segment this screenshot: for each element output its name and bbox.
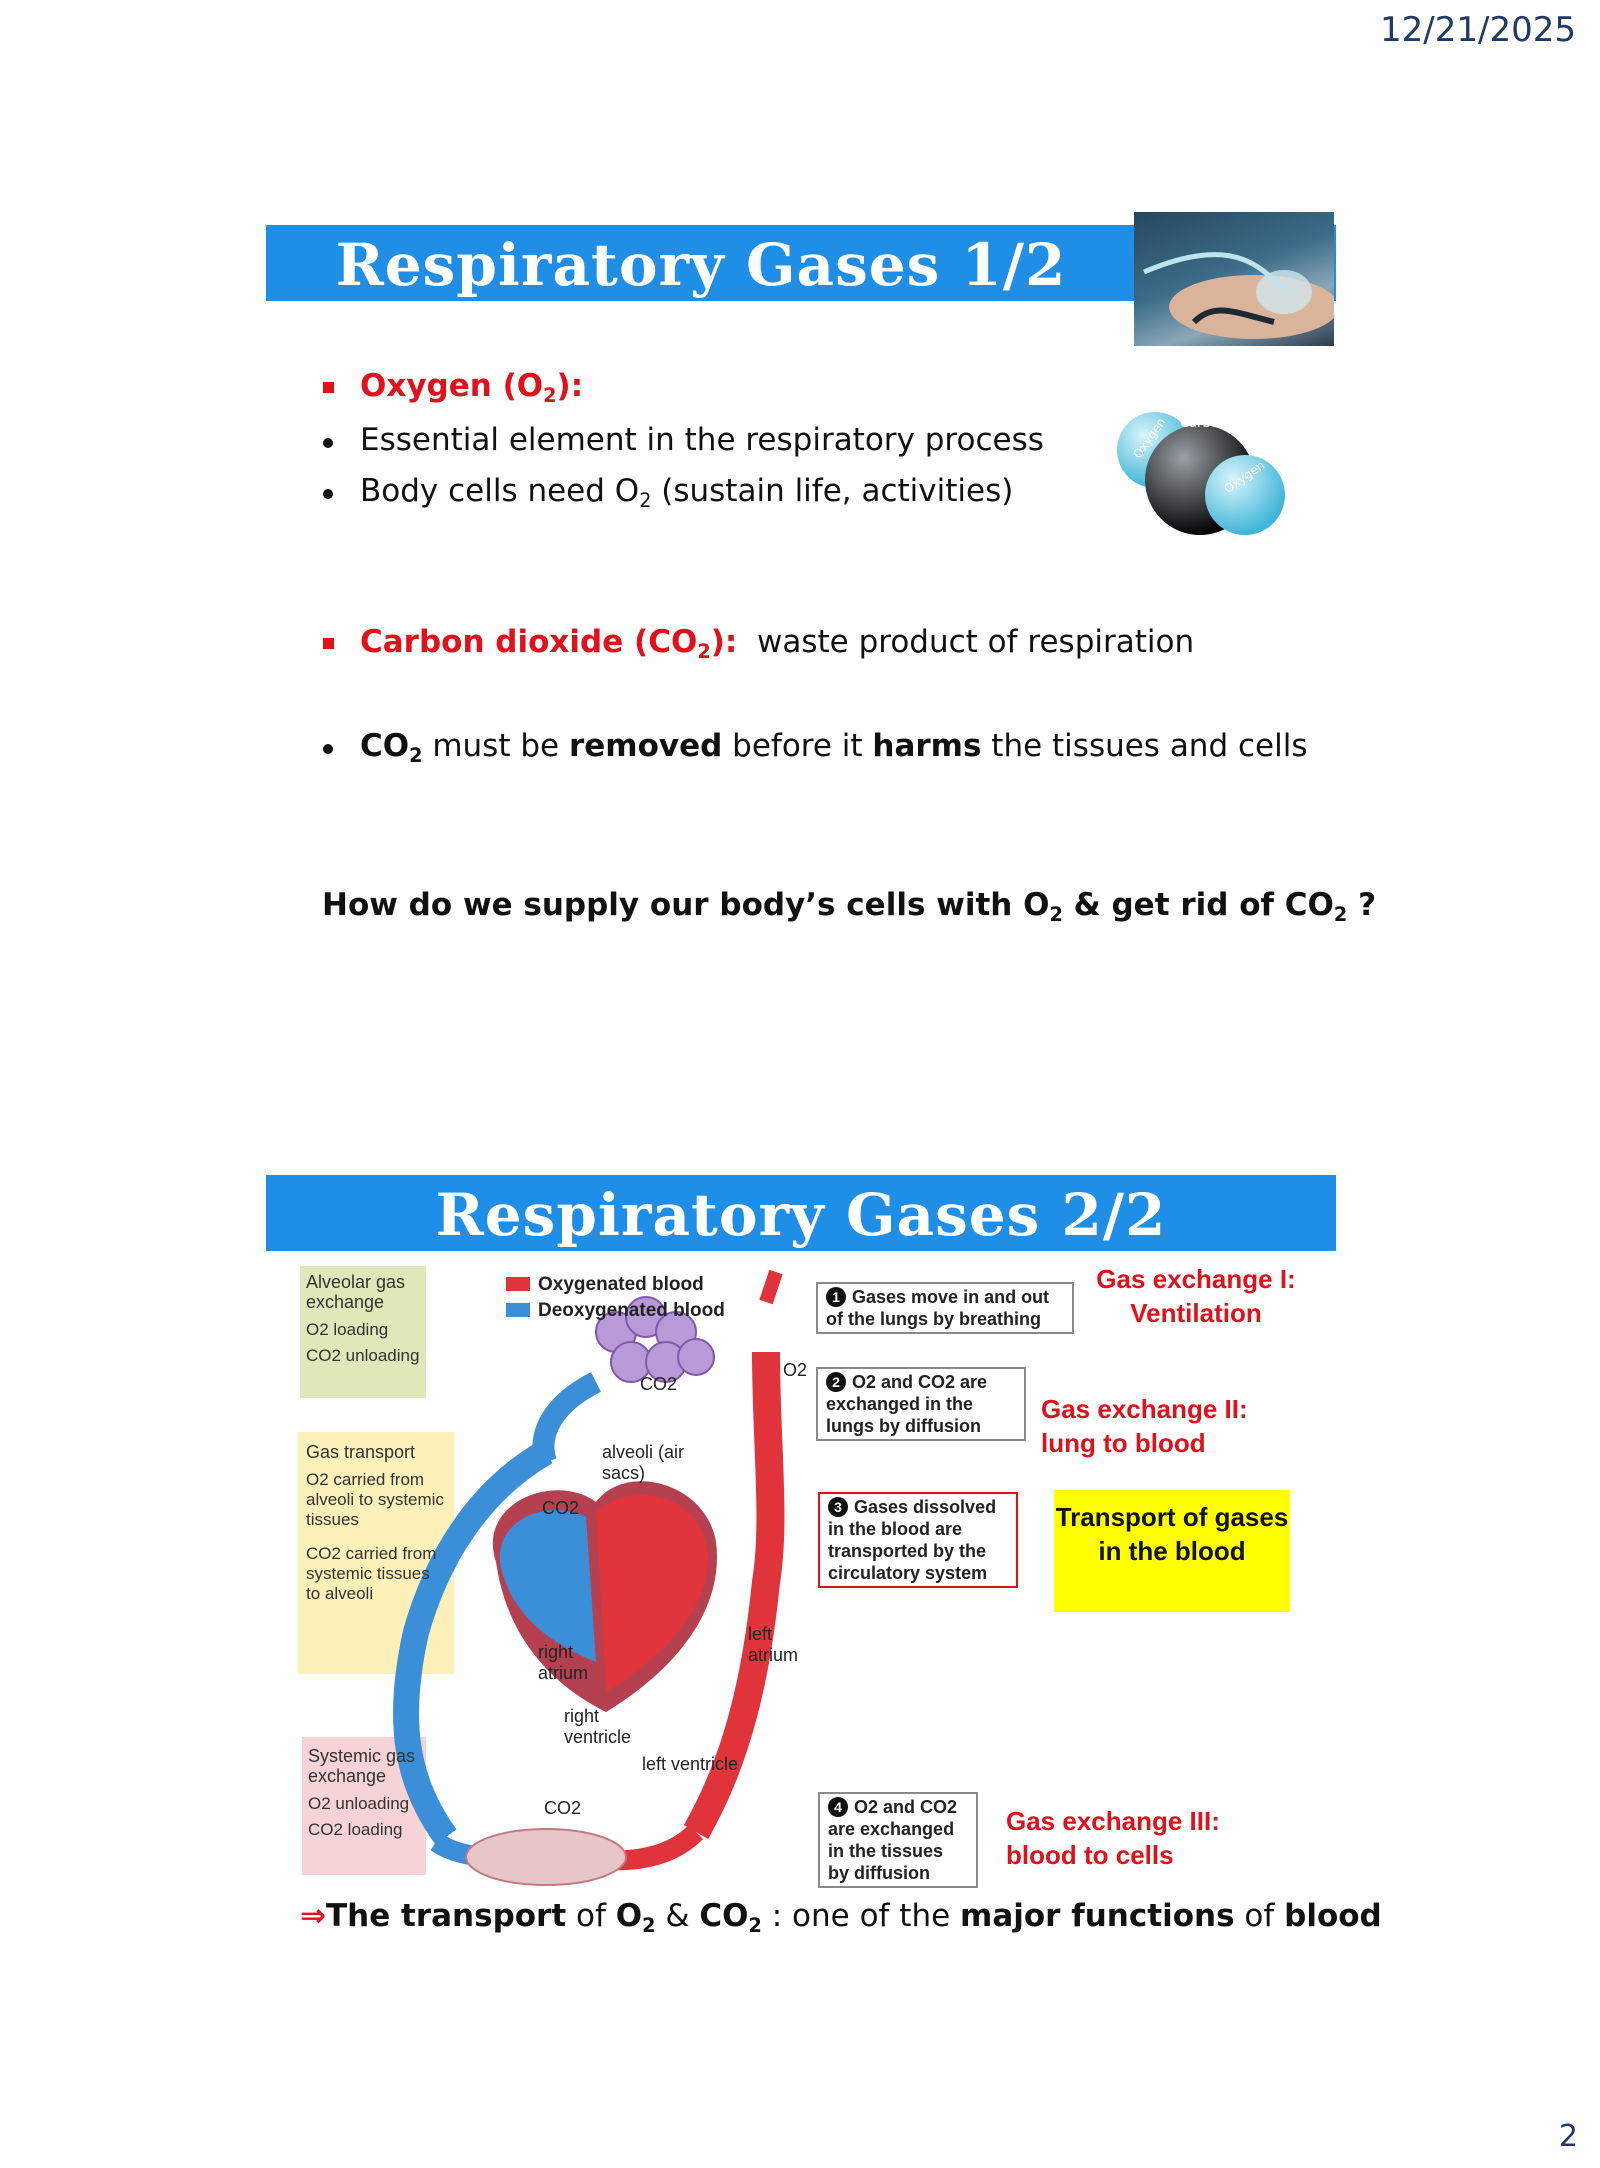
alveolar-sidebar: Alveolar gas exchange O2 loading CO2 unl… bbox=[306, 1272, 422, 1372]
molecule-label-carbon: Carbon bbox=[1180, 416, 1227, 431]
gas-label-co2: CO2 bbox=[640, 1374, 678, 1394]
co2-molecule-icon: Oxygen Carbon Oxygen bbox=[1110, 405, 1290, 555]
systemic-heading: Systemic gas exchange bbox=[308, 1746, 416, 1786]
alveolar-item: O2 loading bbox=[306, 1320, 389, 1339]
dot-bullet bbox=[323, 438, 333, 448]
heart-circulation-svg bbox=[298, 1266, 785, 1886]
transport-item: CO2 carried from systemic tissues to alv… bbox=[306, 1544, 437, 1603]
gas-label-co2: CO2 bbox=[542, 1498, 580, 1518]
dot-bullet bbox=[323, 744, 333, 754]
oxygen-heading: Oxygen (O2): bbox=[360, 368, 584, 408]
legend-swatch-red bbox=[506, 1277, 530, 1291]
legend-swatch-blue bbox=[506, 1303, 530, 1317]
systemic-item: CO2 loading bbox=[308, 1820, 403, 1839]
systemic-item: O2 unloading bbox=[308, 1794, 410, 1813]
oxygen-mask-photo bbox=[1134, 212, 1339, 346]
square-bullet bbox=[323, 382, 334, 393]
alveolar-box bbox=[300, 1266, 426, 1398]
legend-deoxygenated: Deoxygenated blood bbox=[506, 1300, 725, 1322]
gas-label-co2: CO2 bbox=[544, 1798, 582, 1818]
right-ventricle-label: right ventricle bbox=[564, 1706, 632, 1747]
systemic-sidebar: Systemic gas exchange O2 unloading CO2 l… bbox=[308, 1746, 424, 1846]
transport-heading: Gas transport bbox=[306, 1442, 416, 1462]
respiration-diagram: Alveolar gas exchange O2 loading CO2 unl… bbox=[296, 1262, 1300, 1902]
slide2-title-bar: Respiratory Gases 2/2 bbox=[266, 1175, 1336, 1251]
oxygen-point-1: Essential element in the respiratory pro… bbox=[360, 422, 1044, 458]
alveolar-heading: Alveolar gas exchange bbox=[306, 1272, 406, 1312]
transport-label: Transport of gases in the blood bbox=[1055, 1502, 1289, 1566]
square-bullet bbox=[323, 638, 334, 649]
question: How do we supply our body’s cells with O… bbox=[322, 887, 1377, 927]
gas-label-o2: O2 bbox=[783, 1360, 808, 1380]
alveolar-item: CO2 unloading bbox=[306, 1346, 420, 1365]
transport-item: O2 carried from alveoli to systemic tiss… bbox=[306, 1470, 444, 1529]
dot-bullet bbox=[323, 489, 333, 499]
oxygen-point-2: Body cells need O2 (sustain life, activi… bbox=[360, 473, 1014, 513]
conclusion-line: ⇒The transport of O2 & CO2 : one of the … bbox=[300, 1898, 1382, 1938]
co2-heading: Carbon dioxide (CO2): waste product of r… bbox=[360, 624, 1195, 664]
transport-sidebar: Gas transport O2 carried from alveoli to… bbox=[306, 1442, 446, 1610]
alveoli-label: alveoli (air sacs) bbox=[602, 1442, 685, 1483]
gas-exchange-1-label: Gas exchange I: Ventilation bbox=[1096, 1264, 1296, 1328]
gas-exchange-3-label: Gas exchange III: blood to cells bbox=[1006, 1806, 1220, 1870]
legend-oxygenated: Oxygenated blood bbox=[506, 1274, 704, 1296]
slide2-title: Respiratory Gases 2/2 bbox=[435, 1181, 1167, 1249]
left-ventricle-label: left ventricle bbox=[642, 1754, 739, 1774]
page-number: 2 bbox=[1558, 2119, 1578, 2154]
date-stamp: 12/21/2025 bbox=[1380, 10, 1576, 50]
right-atrium-label: right atrium bbox=[538, 1642, 589, 1683]
transport-highlight: Transport of gases in the blood bbox=[1054, 1490, 1290, 1612]
co2-point: CO2 must be removed before it harms the … bbox=[360, 728, 1308, 768]
left-atrium-label: left atrium bbox=[748, 1624, 799, 1665]
gas-exchange-2-label: Gas exchange II: lung to blood bbox=[1041, 1394, 1248, 1458]
slide1-title: Respiratory Gases 1/2 bbox=[335, 231, 1067, 299]
